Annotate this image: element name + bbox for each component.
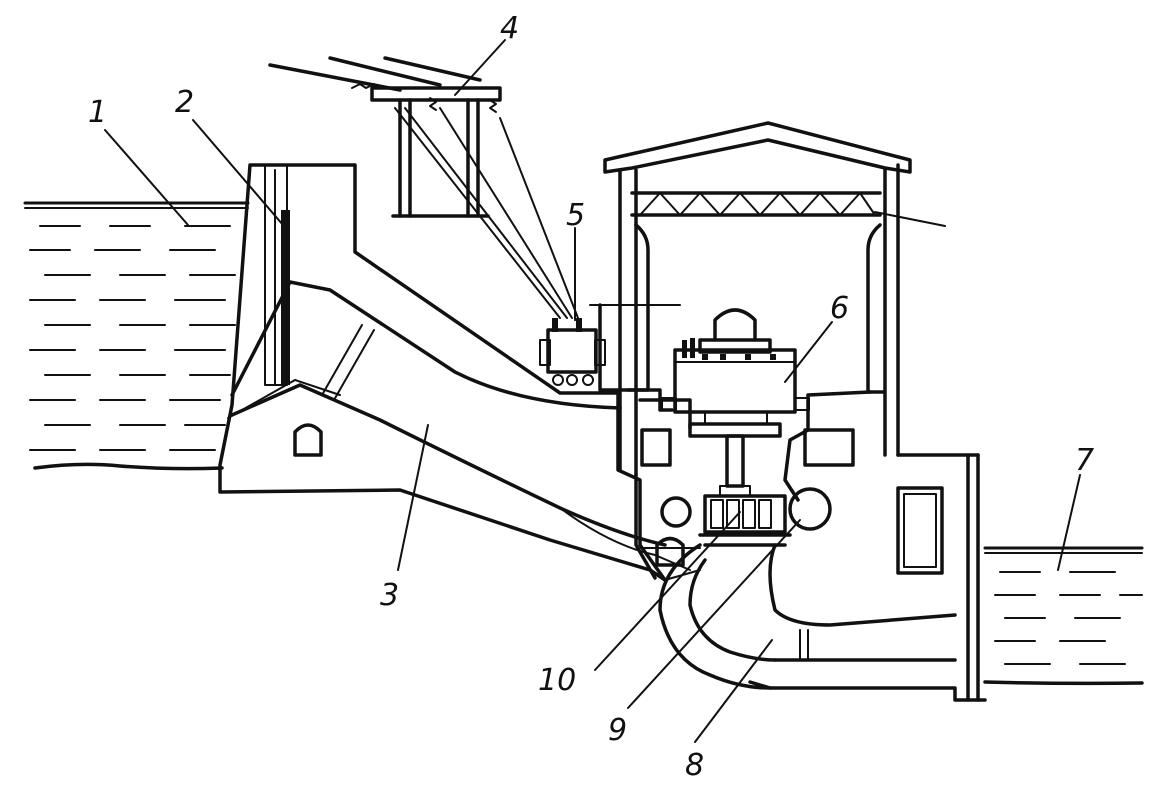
gantry-beam: [370, 86, 502, 102]
leader-9: [627, 519, 801, 709]
transmission-gantry: [268, 56, 579, 319]
leader-7: [1057, 474, 1081, 571]
headwater-riverbed: [33, 462, 224, 471]
opening-3: [896, 486, 944, 575]
callout-labels: 1 2 3 4 5 6 7 8 9 10: [88, 11, 1094, 783]
callout-10: 10: [538, 663, 576, 698]
leader-2: [192, 119, 284, 226]
leader-lines: [104, 39, 1081, 743]
draft-tube-inner: [688, 558, 777, 662]
penstock-lower-wall: [230, 383, 667, 547]
opening-1: [640, 428, 672, 467]
powerhouse: [598, 121, 987, 702]
powerhouse-left-wall: [618, 168, 638, 477]
callout-7: 7: [1075, 443, 1094, 478]
leader-6: [784, 321, 833, 383]
draft-tube: [639, 543, 957, 690]
leader-4: [454, 39, 506, 96]
transmission-lines-down: [394, 107, 579, 319]
callout-8: 8: [685, 748, 704, 783]
intake-gate: [281, 210, 290, 385]
penstock-upper-wall: [230, 280, 622, 410]
callout-1: 1: [88, 95, 107, 130]
powerhouse-right-wall: [883, 163, 900, 457]
drainage-gallery: [655, 536, 685, 567]
dam-outline: [218, 163, 667, 582]
tailwater-riverbed: [983, 680, 1144, 686]
tailwater: [983, 546, 1144, 686]
headwater-ripples: [29, 225, 236, 451]
generator: [661, 308, 810, 425]
draft-tube-top: [768, 543, 957, 627]
callout-9: 9: [608, 713, 627, 748]
spiral-case-right: [788, 487, 832, 531]
overhead-crane: [630, 191, 946, 227]
callout-3: 3: [380, 578, 399, 613]
callout-6: 6: [830, 291, 849, 326]
inspection-gallery: [293, 423, 323, 457]
turbine-shaft: [688, 422, 782, 497]
penstock: [230, 280, 691, 571]
draft-tube-outer: [658, 543, 772, 690]
opening-2: [803, 428, 855, 467]
penstock-bend: [559, 507, 691, 571]
leader-10: [594, 511, 741, 671]
callout-2: 2: [175, 85, 194, 120]
leader-3: [397, 424, 429, 571]
spiral-case-left: [660, 496, 692, 528]
callout-5: 5: [566, 198, 585, 233]
powerhouse-roof: [603, 121, 912, 174]
transformer: [539, 304, 681, 386]
powerhouse-substructure: [634, 398, 970, 702]
insulator-icons: [351, 83, 497, 113]
leader-1: [104, 129, 189, 226]
turbine-runner: [698, 494, 792, 547]
dam-intake: [218, 163, 667, 582]
turbine-unit: [660, 487, 832, 547]
leader-8: [694, 639, 773, 743]
callout-4: 4: [500, 11, 519, 46]
headwater-reservoir: [23, 201, 250, 471]
